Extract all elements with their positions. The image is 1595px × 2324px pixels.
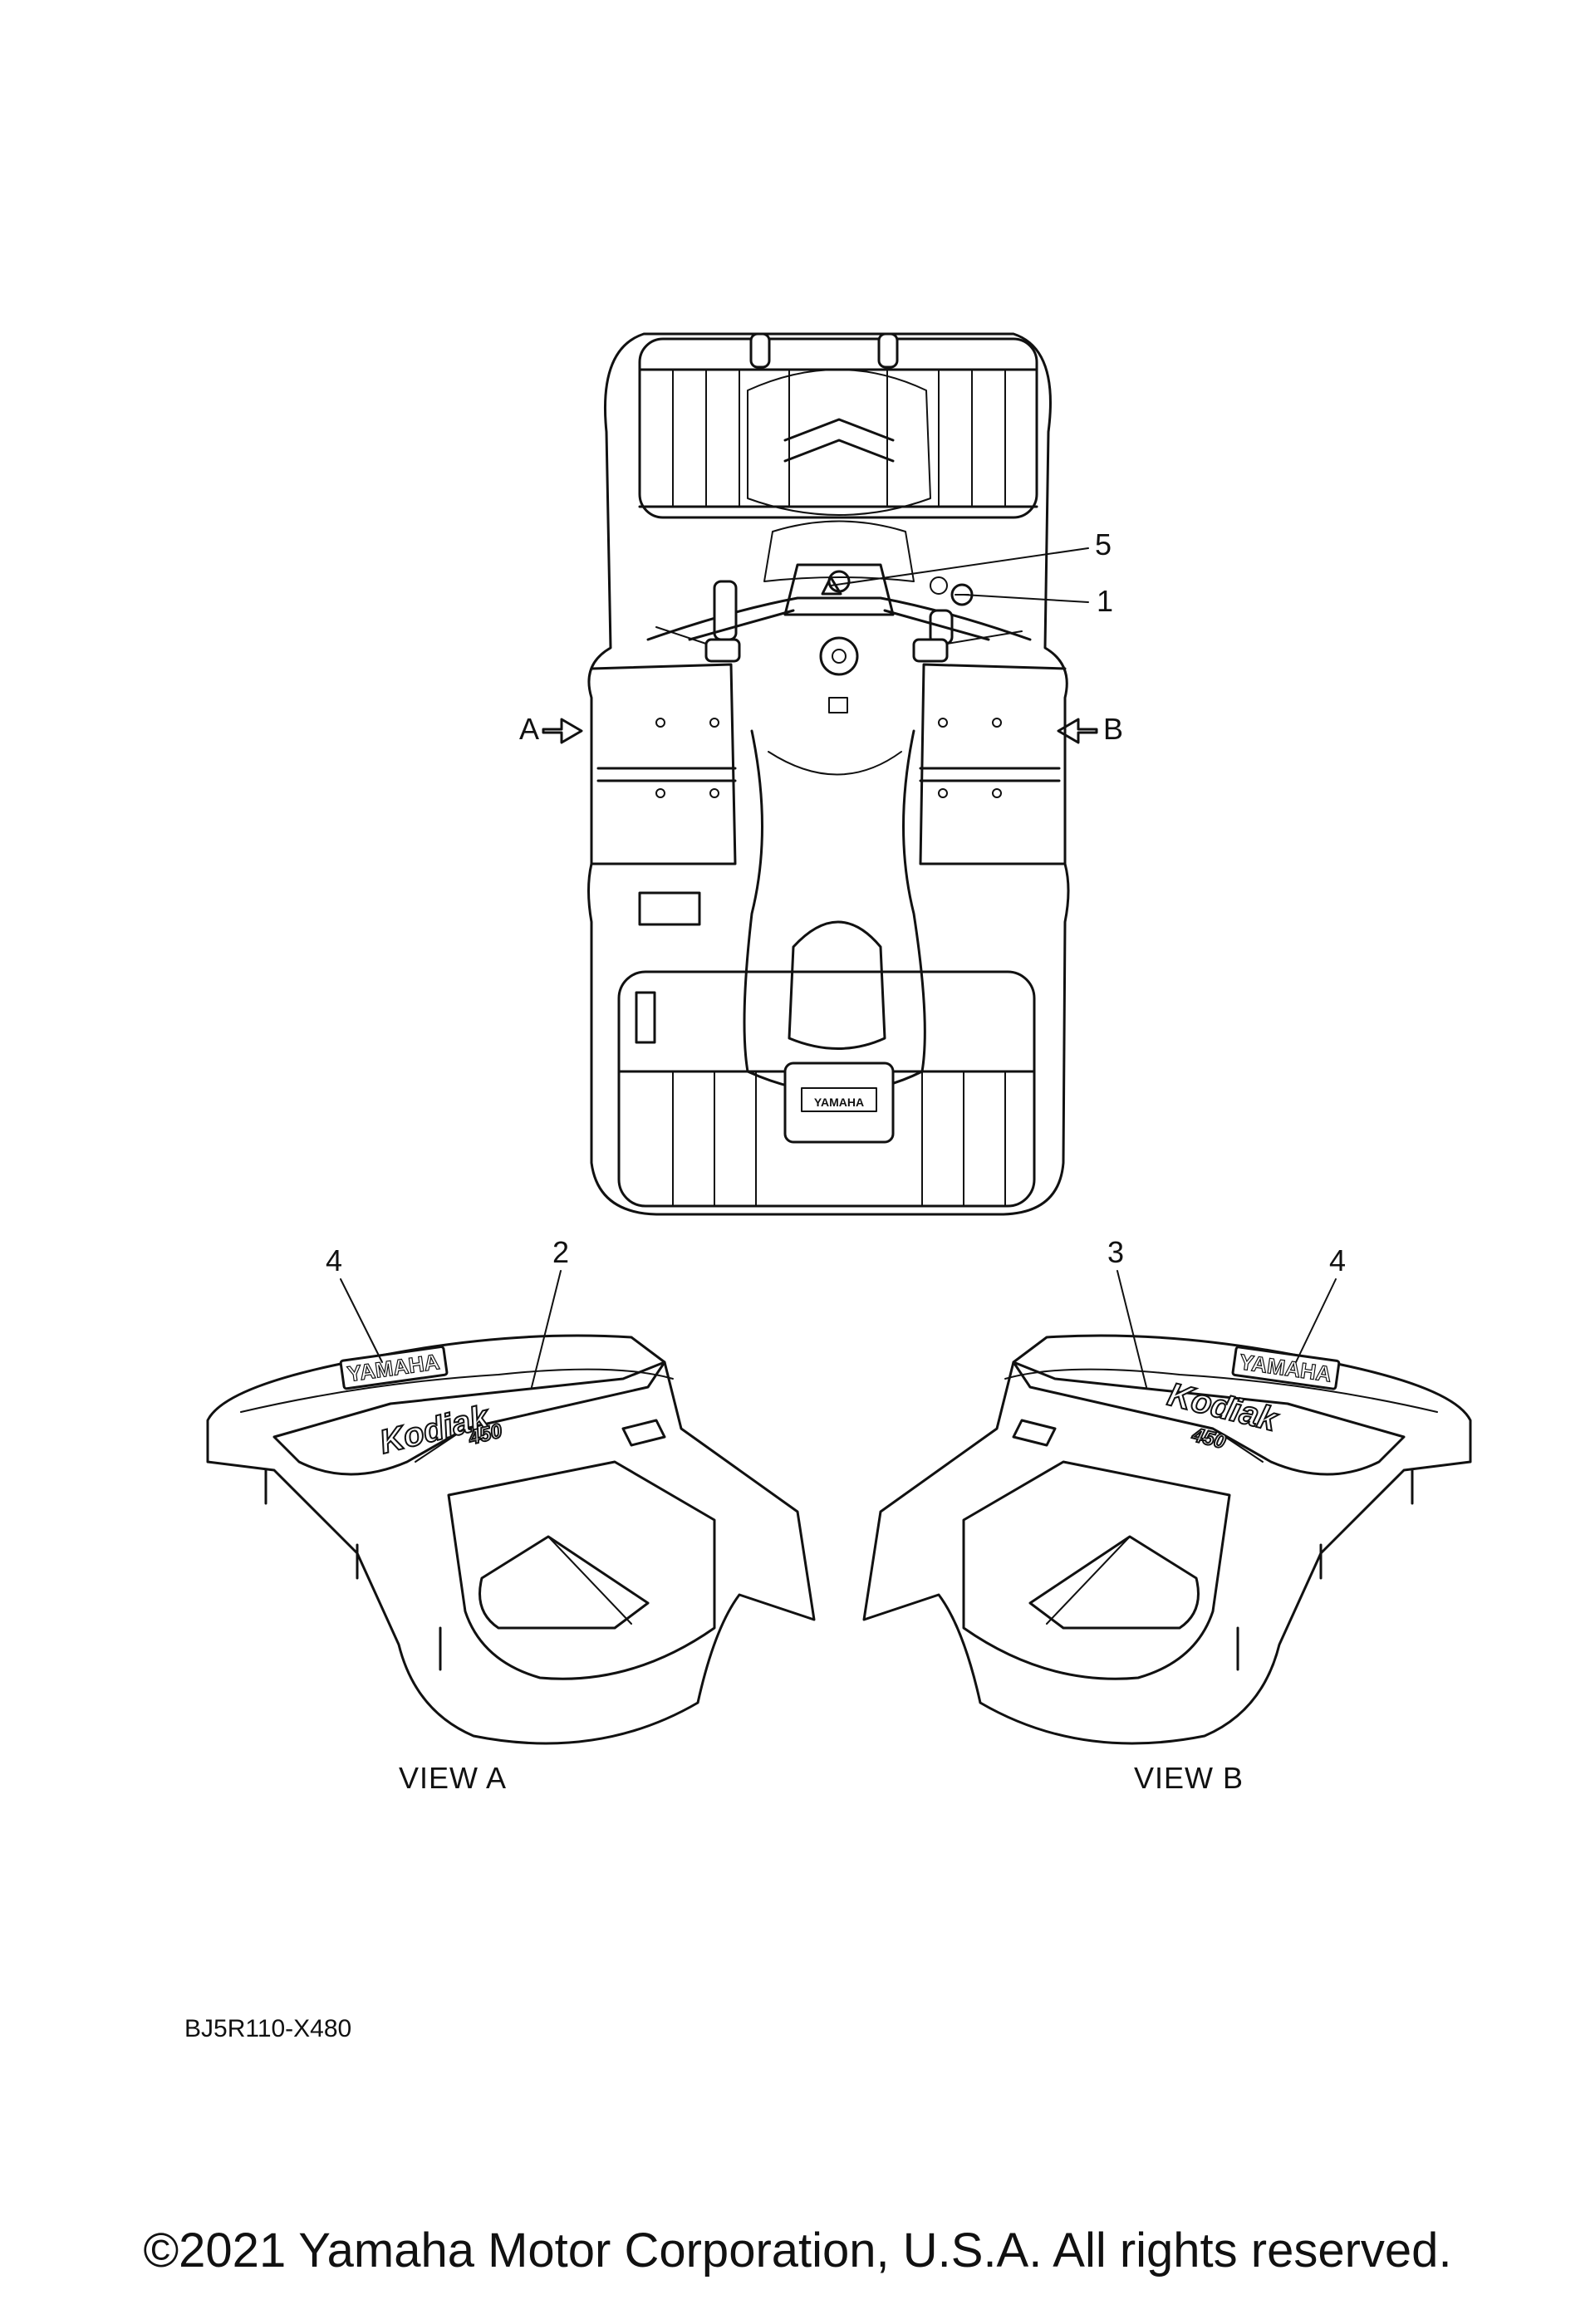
callout-3-label: 3 [1107, 1235, 1124, 1269]
callout-2: 2 [531, 1235, 569, 1388]
atv-top-view: YAMAHA [587, 332, 1070, 1216]
arrow-b-letter: B [1103, 712, 1123, 746]
callout-3: 3 [1107, 1235, 1147, 1388]
callout-4-left-label: 4 [326, 1243, 342, 1277]
kodiak-logo-b: Kodiak [1164, 1376, 1282, 1439]
arrow-a-letter: A [519, 712, 539, 746]
view-arrow-a: A [519, 712, 583, 746]
copyright-notice: ©2021 Yamaha Motor Corporation, U.S.A. A… [143, 2223, 1452, 2277]
arrow-right-icon [542, 718, 583, 744]
view-b-label: VIEW B [1134, 1761, 1244, 1795]
kodiak-450-b: 450 [1190, 1424, 1229, 1454]
callout-1-label: 1 [1097, 584, 1113, 618]
callout-4-right-label: 4 [1329, 1243, 1346, 1277]
callout-4-left: 4 [326, 1243, 383, 1363]
view-b-fender: Kodiak 450 YAMAHA [862, 1334, 1472, 1745]
view-arrow-b: B [1057, 712, 1123, 746]
rear-yamaha-text: YAMAHA [814, 1096, 864, 1109]
callout-5: 5 [830, 527, 1112, 586]
callout-4-right: 4 [1295, 1243, 1346, 1363]
view-a-fender: Kodiak 450 YAMAHA [206, 1334, 816, 1745]
callout-5-label: 5 [1095, 527, 1112, 561]
view-a-label: VIEW A [399, 1761, 507, 1795]
arrow-left-icon [1057, 718, 1098, 744]
callout-1: 1 [963, 584, 1113, 618]
callout-2-label: 2 [552, 1235, 569, 1269]
part-code: BJ5R110-X480 [184, 2015, 352, 2042]
